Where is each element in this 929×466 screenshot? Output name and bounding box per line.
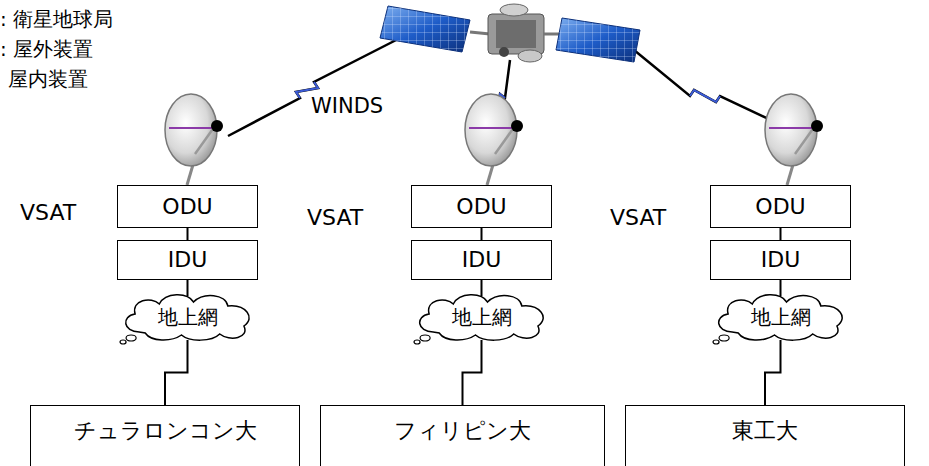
university-box: 東工大 — [625, 405, 905, 466]
network-cloud: 地上網 — [411, 292, 552, 342]
node-text: ODU — [456, 194, 506, 219]
node-text: 地上網 — [158, 306, 218, 329]
connector-line — [187, 280, 189, 296]
connector-line — [481, 280, 483, 296]
equipment-box: IDU — [117, 240, 258, 280]
legend-text: 屋内装置 — [8, 68, 88, 91]
station-label: VSAT — [20, 200, 76, 225]
node-text: 東工大 — [732, 418, 798, 443]
connector-line — [187, 228, 189, 240]
university-box: チュラロンコン大 — [30, 405, 300, 466]
dish-antenna — [765, 94, 823, 185]
equipment-box: ODU — [710, 185, 851, 228]
legend-text: : 衛星地球局 — [0, 8, 113, 31]
dish-antenna — [465, 94, 523, 185]
node-text: IDU — [761, 247, 801, 272]
node-text: ODU — [755, 194, 805, 219]
node-text: IDU — [168, 247, 208, 272]
legend-text: : 屋外装置 — [0, 38, 93, 61]
connector-line — [765, 340, 781, 405]
node-text: IDU — [462, 247, 502, 272]
equipment-box: ODU — [117, 185, 258, 228]
university-box: フィリピン大 — [320, 405, 605, 466]
station-label: VSAT — [610, 205, 666, 230]
satellite-name: WINDS — [311, 94, 383, 118]
equipment-box: IDU — [710, 240, 851, 280]
node-text: 地上網 — [751, 306, 811, 329]
connector-line — [780, 228, 782, 240]
equipment-box: IDU — [411, 240, 552, 280]
station-label: VSAT — [307, 205, 363, 230]
node-text: 地上網 — [452, 306, 512, 329]
network-cloud: 地上網 — [710, 292, 851, 342]
network-cloud: 地上網 — [117, 292, 258, 342]
connector-line — [481, 228, 483, 240]
connector-line — [463, 340, 482, 405]
node-text: フィリピン大 — [394, 418, 531, 443]
satellite — [380, 4, 640, 62]
node-text: ODU — [162, 194, 212, 219]
dish-antenna — [165, 94, 223, 185]
connector-line — [165, 340, 188, 405]
node-text: チュラロンコン大 — [74, 418, 257, 443]
connector-line — [780, 280, 782, 296]
equipment-box: ODU — [411, 185, 552, 228]
